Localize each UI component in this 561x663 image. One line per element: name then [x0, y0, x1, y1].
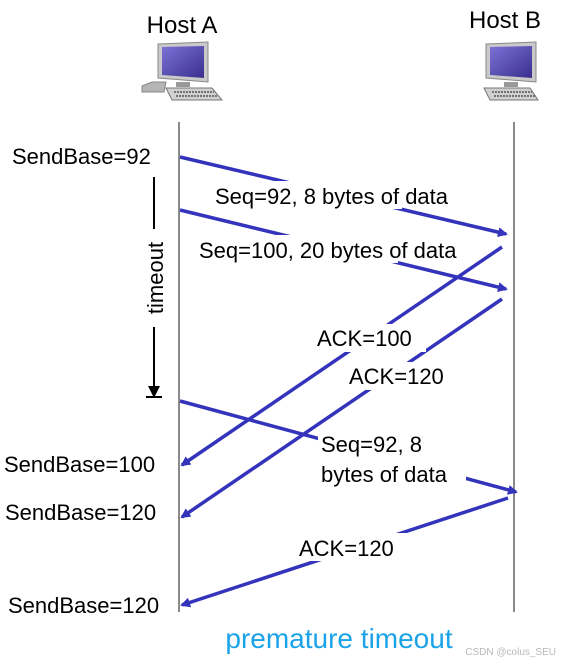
ack120-arrow — [180, 297, 503, 519]
retransmission-label-line2: bytes of data — [321, 462, 448, 487]
watermark: CSDN @colus_SEU — [465, 647, 556, 658]
sendbase-label: SendBase=100 — [4, 452, 155, 477]
diagram-caption: premature timeout — [225, 623, 452, 654]
sendbase-label: SendBase=120 — [5, 500, 156, 525]
desktop-computer-icon — [483, 41, 539, 101]
timeout-timer: timeout — [143, 177, 168, 398]
retransmission-label-line1: Seq=92, 8 — [321, 432, 422, 457]
seq92-label: Seq=92, 8 bytes of data — [215, 184, 449, 209]
timeout-label: timeout — [143, 242, 168, 314]
ack120-second-label: ACK=120 — [299, 536, 394, 561]
sendbase-label: SendBase=92 — [12, 144, 151, 169]
label-backgrounds — [198, 181, 466, 561]
sendbase-label: SendBase=120 — [8, 593, 159, 618]
seq100-label: Seq=100, 20 bytes of data — [199, 238, 457, 263]
host-b-label: Host B — [469, 7, 541, 34]
ack100-label: ACK=100 — [317, 326, 412, 351]
ack100-arrow — [180, 245, 503, 467]
ack120-label: ACK=120 — [349, 364, 444, 389]
desktop-computer-icon — [141, 41, 224, 101]
host-a-label: Host A — [147, 12, 218, 39]
